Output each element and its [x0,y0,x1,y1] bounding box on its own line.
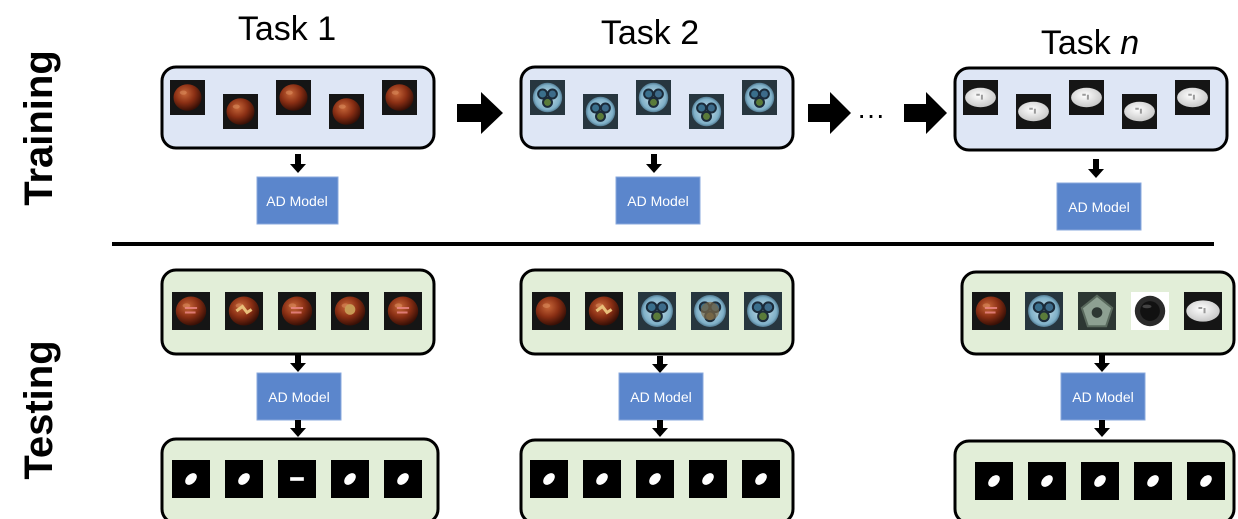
testing-masks-task-2-thumbnail-4 [689,460,727,498]
ad-model-training-2-label: AD Model [627,193,688,209]
ad-model-testing-2 [618,372,704,421]
testing-input-task-3-thumbnail-3 [1078,292,1116,330]
down-arrow-testing-in-n [1094,355,1110,372]
testing-masks-task-2-thumbnail-1 [530,460,568,498]
task-n-title: Task n [1041,24,1139,62]
ad-model-training-2 [615,176,701,225]
testing-masks-task-1-thumbnail-2 [225,460,263,498]
training-task-2-thumbnail-5 [742,80,777,115]
down-arrow-training-2 [646,154,662,173]
training-task-3-thumbnail-2 [1016,94,1051,129]
ad-model-testing-n-label: AD Model [1072,389,1133,405]
testing-input-task-3-thumbnail-1 [972,292,1010,330]
testing-masks-task-2-thumbnail-5 [742,460,780,498]
training-task-3-thumbnail-3 [1069,80,1104,115]
testing-input-task-3-thumbnail-2 [1025,292,1063,330]
testing-masks-task-3-thumbnail-1 [975,462,1013,500]
thumbnail-layer [170,80,1225,500]
down-arrow-testing-out-n [1094,420,1110,437]
ad-model-testing-1-label: AD Model [268,389,329,405]
testing-input-task-3-thumbnail-4 [1131,292,1169,330]
testing-input-task-2-thumbnail-4 [691,292,729,330]
testing-masks-task-1-thumbnail-5 [384,460,422,498]
row-label-training: Training [17,50,61,206]
task-n-title-text: Task [1041,24,1120,62]
training-task-1-thumbnail-3 [276,80,311,115]
arrow-ellipsis-to-task-n [904,92,947,134]
testing-input-task-1-thumbnail-2 [225,292,263,330]
ad-model-training-1 [256,176,339,225]
testing-input-task-1-thumbnail-1 [172,292,210,330]
testing-input-task-1-thumbnail-3 [278,292,316,330]
training-task-1-thumbnail-2 [223,94,258,129]
testing-masks-task-1-thumbnail-1 [172,460,210,498]
arrow-task-2-to-ellipsis [808,92,851,134]
testing-input-task-3-thumbnail-5 [1184,292,1222,330]
task-2-title: Task 2 [601,14,699,52]
task-1-title: Task 1 [238,10,336,48]
training-task-2-thumbnail-4 [689,94,724,129]
training-task-3-thumbnail-1 [963,80,998,115]
testing-input-task-1-thumbnail-5 [384,292,422,330]
testing-input-task-2-thumbnail-1 [532,292,570,330]
testing-masks-task-1-thumbnail-4 [331,460,369,498]
testing-masks-task-1-thumbnail-3 [278,460,316,498]
ad-model-training-1-label: AD Model [266,193,327,209]
training-task-1-thumbnail-5 [382,80,417,115]
testing-masks-task-3-thumbnail-4 [1134,462,1172,500]
row-label-testing: Testing [17,340,61,479]
task-n-title-italic: n [1120,24,1139,62]
testing-masks-task-3-thumbnail-5 [1187,462,1225,500]
down-arrow-testing-in-2 [652,356,668,373]
down-arrow-training-n [1088,159,1104,178]
training-task-3-thumbnail-4 [1122,94,1157,129]
training-task-2-thumbnail-2 [583,94,618,129]
testing-input-task-1-thumbnail-4 [331,292,369,330]
training-task-2-thumbnail-3 [636,80,671,115]
training-task-1-thumbnail-4 [329,94,364,129]
testing-input-task-2-thumbnail-2 [585,292,623,330]
down-arrow-training-1 [290,154,306,173]
testing-input-task-2-thumbnail-3 [638,292,676,330]
arrow-task-1-to-2 [457,92,503,134]
down-arrow-testing-out-2 [652,420,668,437]
testing-masks-task-3-thumbnail-3 [1081,462,1119,500]
training-task-2-thumbnail-1 [530,80,565,115]
ad-model-training-n-label: AD Model [1068,199,1129,215]
down-arrow-testing-in-1 [290,355,306,372]
ad-model-testing-2-label: AD Model [630,389,691,405]
testing-masks-task-2-thumbnail-2 [583,460,621,498]
down-arrow-testing-out-1 [290,420,306,437]
ad-model-testing-1 [256,372,342,421]
ellipsis: ··· [857,99,885,130]
training-task-1-thumbnail-1 [170,80,205,115]
testing-input-task-2-thumbnail-5 [744,292,782,330]
ad-model-training-n [1056,182,1142,231]
training-task-3-thumbnail-5 [1175,80,1210,115]
testing-masks-task-2-thumbnail-3 [636,460,674,498]
testing-masks-task-3-thumbnail-2 [1028,462,1066,500]
